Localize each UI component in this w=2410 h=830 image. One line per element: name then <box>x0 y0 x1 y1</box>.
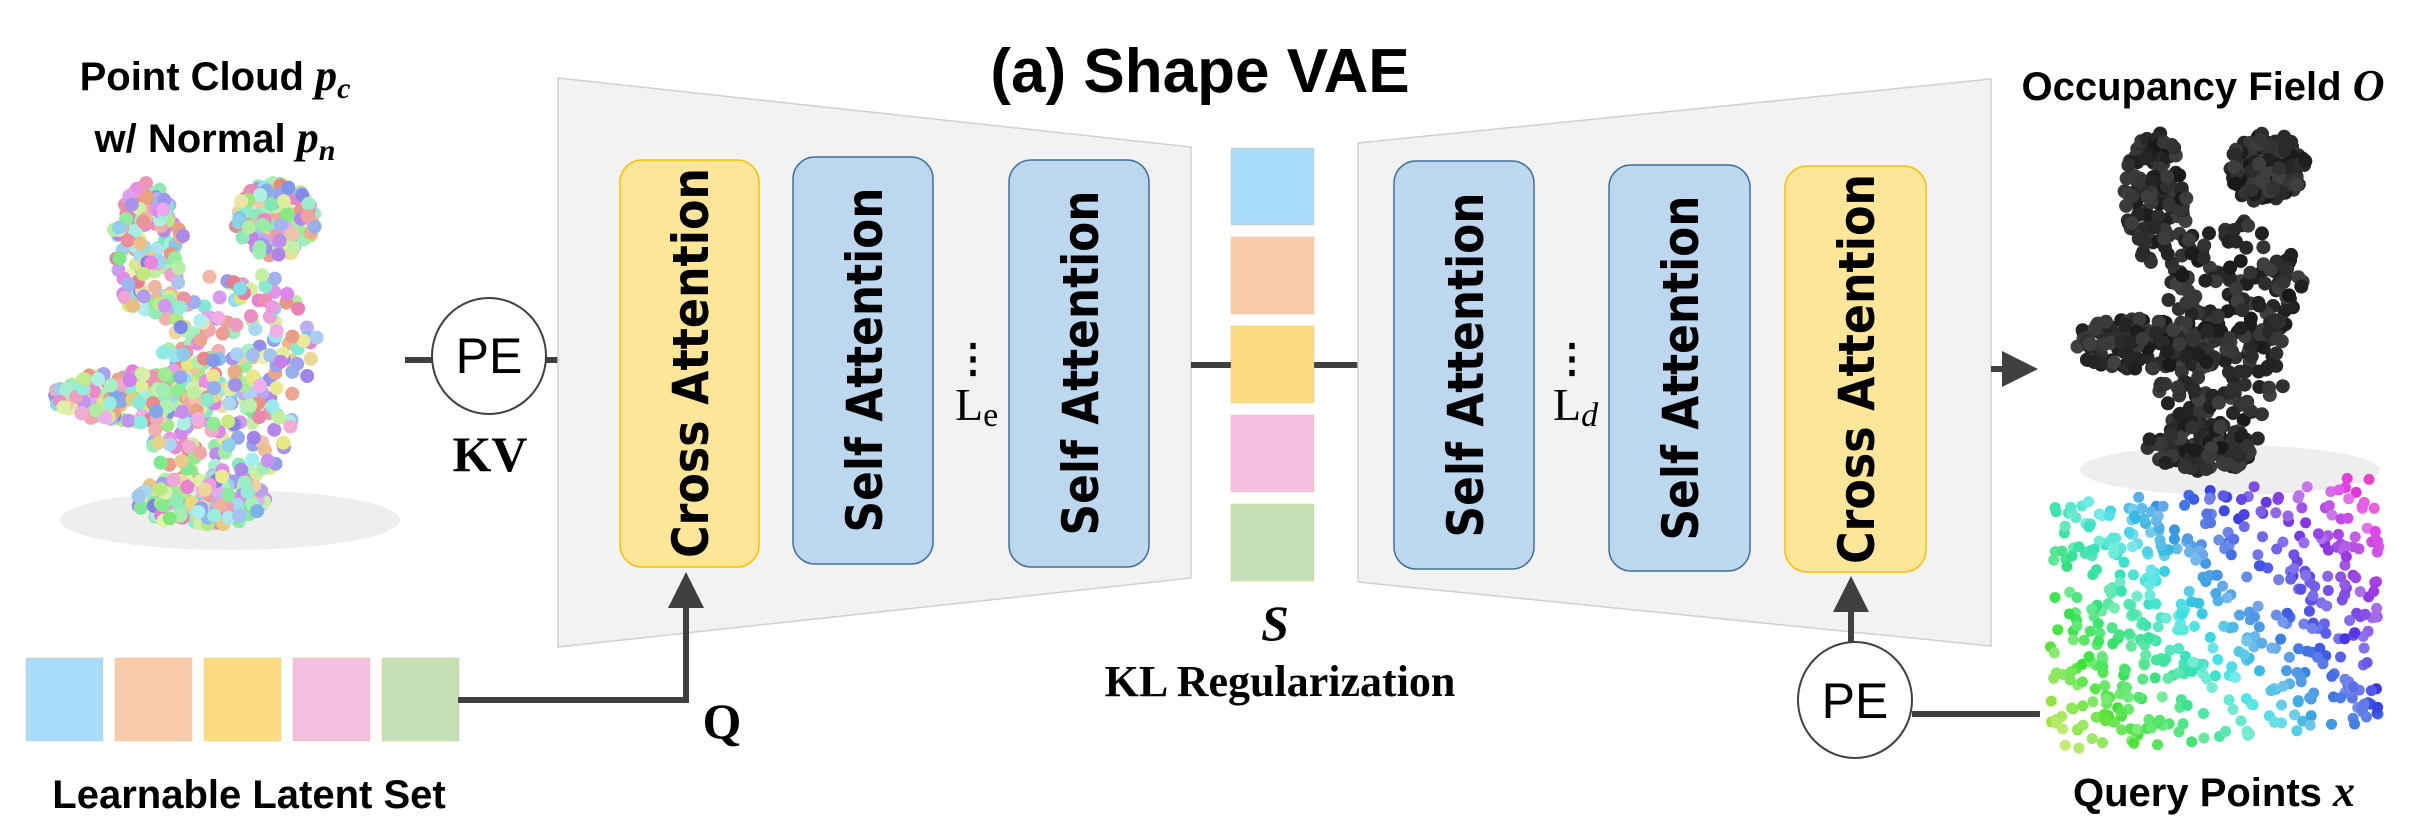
occupancy-field-label: Occupancy Field O <box>2022 61 2385 110</box>
decoder-ellipsis: ⋮ <box>1552 336 1592 381</box>
encoder-self-attention-block-1[interactable]: Self Attention <box>792 156 934 565</box>
query-points-label: Query Points x <box>2073 767 2355 816</box>
s-token <box>1230 414 1315 493</box>
latent-token <box>381 657 460 742</box>
encoder-ellipsis: ⋮ <box>953 336 993 381</box>
input-pe-node: PE <box>431 297 547 415</box>
encoder-self-attention-block-2[interactable]: Self Attention <box>1008 159 1150 568</box>
encoder-layers-label: Le <box>955 379 998 434</box>
latent-s-stack <box>1230 147 1315 582</box>
query-arrow <box>458 572 704 703</box>
learnable-latent-set <box>25 657 460 742</box>
diagram-title: (a) Shape VAE <box>990 37 1409 106</box>
svg-text:Self Attention: Self Attention <box>1052 191 1110 536</box>
decoder-self-attention-block-1[interactable]: Self Attention <box>1393 160 1535 570</box>
q-label: Q <box>703 693 742 749</box>
normal-label: w/ Normal pn <box>94 113 336 167</box>
svg-text:PE: PE <box>456 328 523 384</box>
s-token <box>1230 325 1315 404</box>
decoder-pe-node: PE <box>1797 641 1913 759</box>
svg-text:Self Attention: Self Attention <box>1437 193 1495 538</box>
s-token <box>1230 236 1315 315</box>
s-token <box>1230 503 1315 582</box>
point-cloud-image <box>48 176 400 550</box>
s-token <box>1230 147 1315 226</box>
decoder-layers-label: Ld <box>1553 379 1599 434</box>
svg-text:Cross Attention: Cross Attention <box>662 168 720 558</box>
encoder-cross-attention-block[interactable]: Cross Attention <box>619 159 760 568</box>
svg-text:Self Attention: Self Attention <box>836 188 894 533</box>
latent-token <box>25 657 104 742</box>
svg-text:Self Attention: Self Attention <box>1652 196 1710 541</box>
query-points-image <box>2045 472 2385 754</box>
latent-token <box>203 657 282 742</box>
svg-text:Cross Attention: Cross Attention <box>1828 174 1886 564</box>
decoder-cross-attention-block[interactable]: Cross Attention <box>1784 165 1927 573</box>
kl-regularization-label: KL Regularization <box>1105 657 1456 706</box>
decoder-self-attention-block-2[interactable]: Self Attention <box>1608 164 1751 572</box>
point-cloud-label: Point Cloud pc <box>80 51 351 105</box>
latent-token <box>292 657 371 742</box>
kv-label: KV <box>453 426 528 482</box>
s-label: S <box>1261 595 1289 651</box>
latent-set-label: Learnable Latent Set <box>52 773 445 817</box>
svg-text:PE: PE <box>1822 673 1889 729</box>
occupancy-field-image <box>2070 126 2380 495</box>
latent-token <box>114 657 193 742</box>
